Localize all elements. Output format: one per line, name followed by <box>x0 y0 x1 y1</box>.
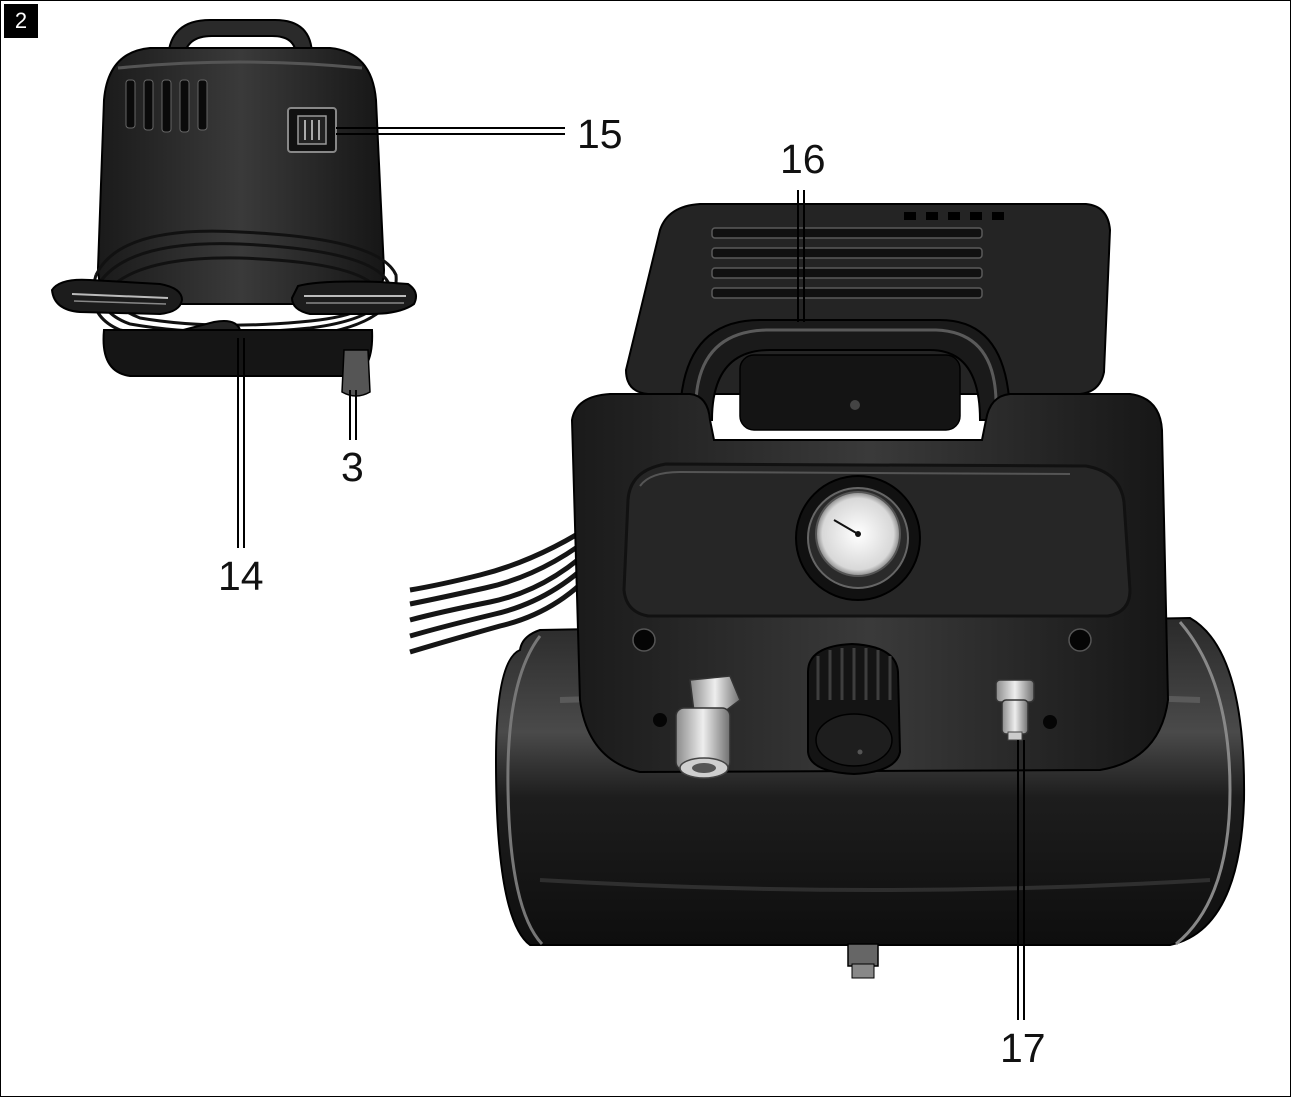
vent-slots <box>125 79 208 133</box>
callout-power-cord: 14 <box>218 553 264 599</box>
pressure-gauge <box>795 475 921 601</box>
callout-quick-coupler: 17 <box>1000 1025 1046 1071</box>
figure-number-badge: 2 <box>4 4 38 38</box>
quick-coupler-left <box>675 675 741 779</box>
foot <box>341 349 371 397</box>
leader-lines <box>237 127 1025 1020</box>
carry-handle <box>678 319 1012 431</box>
regulator-knob <box>807 642 902 776</box>
callout-foot: 3 <box>341 444 364 490</box>
power-switch <box>287 107 337 153</box>
front-view-compressor <box>409 203 1246 979</box>
back-view-compressor <box>50 19 417 397</box>
quick-coupler-right <box>995 679 1035 741</box>
callout-power-switch: 15 <box>577 111 623 157</box>
callout-carry-handle: 16 <box>780 136 826 182</box>
